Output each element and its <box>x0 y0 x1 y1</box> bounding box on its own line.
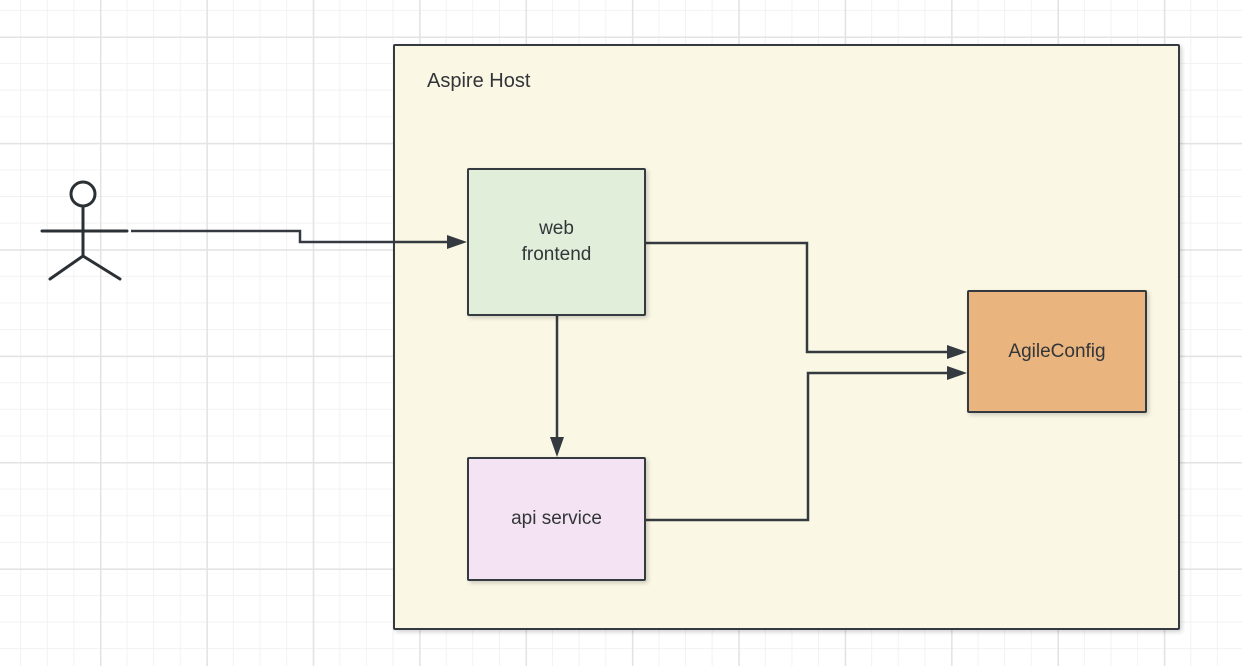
node-web-frontend[interactable]: web frontend <box>467 168 646 316</box>
edge-actor-to-web-frontend[interactable] <box>131 229 467 249</box>
node-label-api-service: api service <box>511 508 602 530</box>
node-label-web-frontend: web frontend <box>521 218 592 265</box>
edge-web-frontend-to-agileconfig[interactable] <box>646 241 967 359</box>
node-label-agileconfig: AgileConfig <box>1008 340 1106 362</box>
actor-leg-right <box>81 254 122 281</box>
actor-leg-left <box>48 254 85 281</box>
node-api-service[interactable]: api service <box>467 457 646 581</box>
actor-figure[interactable] <box>40 180 129 281</box>
container-label: Aspire Host <box>427 70 531 92</box>
node-agileconfig[interactable]: AgileConfig <box>967 290 1147 413</box>
actor-head <box>69 180 97 208</box>
edge-api-service-to-agileconfig[interactable] <box>646 366 967 522</box>
